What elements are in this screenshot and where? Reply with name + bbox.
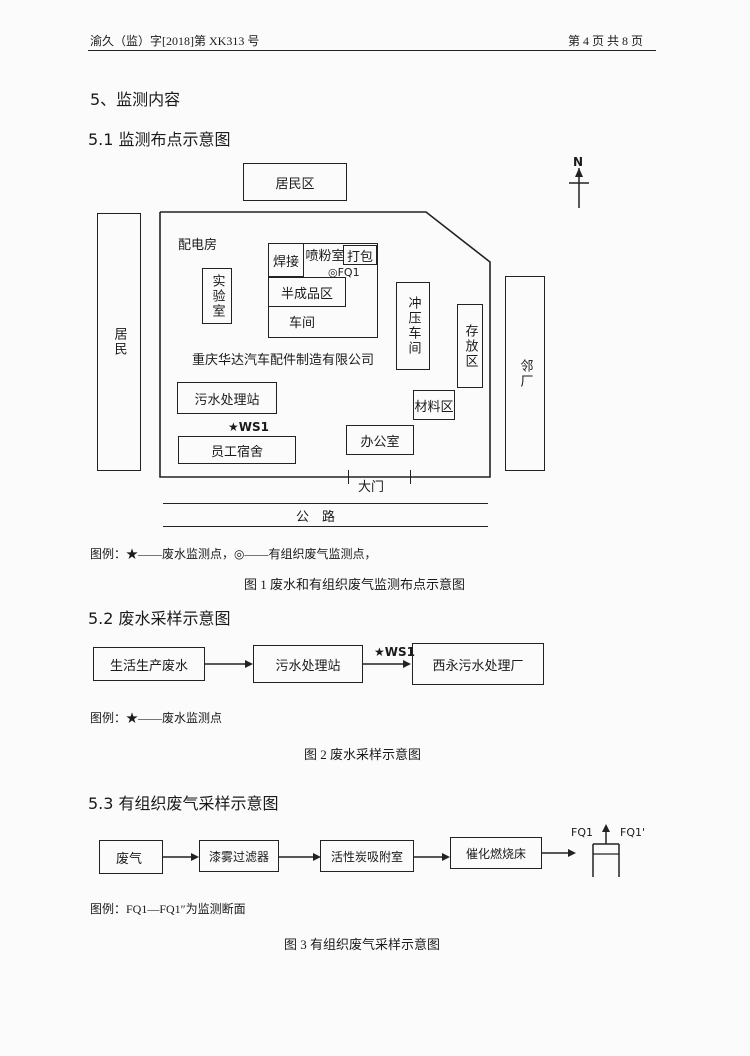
stamping-workshop-box: 冲压车间: [396, 282, 430, 370]
gate-label: 大门: [358, 480, 385, 495]
arrow-icon: [205, 660, 253, 668]
arrow-icon: [163, 853, 199, 861]
section-52-title: 5.2 废水采样示意图: [88, 609, 231, 628]
road-top-line: [163, 503, 488, 504]
catalytic-combustion-box: 催化燃烧床: [450, 837, 542, 869]
north-arrow-icon: [569, 168, 589, 208]
waste-gas-box: 废气: [99, 840, 163, 874]
road-bottom-line: [163, 526, 488, 527]
fq1-prime-label: FQ1': [620, 826, 646, 839]
fq1-label: FQ1: [571, 826, 593, 839]
section-51-title: 5.1 监测布点示意图: [88, 130, 231, 149]
arrow-icon: [279, 853, 321, 861]
workshop-label: 车间: [289, 316, 316, 331]
chimney-icon: [592, 824, 620, 877]
ws1-flow-marker: ★WS1: [374, 645, 415, 659]
powder-room-box: 喷粉室: [305, 248, 345, 264]
packing-box: 打包: [343, 245, 377, 265]
welding-box: 焊接: [268, 243, 304, 277]
office-box: 办公室: [346, 425, 414, 455]
dormitory-box: 员工宿舍: [178, 436, 296, 464]
domestic-wastewater-box: 生活生产废水: [93, 647, 205, 681]
figure2-caption: 图 2 废水采样示意图: [304, 747, 422, 762]
storage-area-box: 存放区: [457, 304, 483, 388]
gate-post-left: [348, 470, 349, 484]
lab-box: 实验室: [202, 268, 232, 324]
activated-carbon-box: 活性炭吸附室: [320, 840, 414, 872]
gate-post-right: [410, 470, 411, 484]
doc-number: 渝久（监）字[2018]第 XK313 号: [90, 34, 260, 48]
arrow-icon: [414, 853, 450, 861]
section-5-title: 5、监测内容: [90, 90, 181, 109]
north-arrow: N: [565, 155, 595, 210]
residential-left-box: 居民: [97, 213, 141, 471]
sewage-station-box: 污水处理站: [177, 382, 277, 414]
figure1-legend: 图例：★——废水监测点，◎——有组织废气监测点，: [90, 547, 377, 561]
header-rule: [88, 50, 656, 51]
factory-boundary: [159, 211, 491, 478]
sewage-station-flow-box: 污水处理站: [253, 645, 363, 683]
figure2-legend: 图例：★——废水监测点: [90, 711, 223, 725]
semi-product-box: 半成品区: [268, 277, 346, 307]
figure1-caption: 图 1 废水和有组织废气监测布点示意图: [244, 577, 466, 592]
xiyong-plant-box: 西永污水处理厂: [412, 643, 544, 685]
figure3-legend: 图例：FQ1—FQ1″为监测断面: [90, 902, 246, 916]
company-name: 重庆华达汽车配件制造有限公司: [192, 353, 375, 368]
page-info: 第 4 页 共 8 页: [568, 34, 644, 48]
fq1-marker: ◎FQ1: [328, 266, 360, 279]
material-area-box: 材料区: [413, 390, 455, 420]
arrow-icon: [542, 849, 576, 857]
ws1-marker: ★WS1: [228, 420, 269, 434]
power-room-box: 配电房: [178, 237, 218, 253]
arrow-icon: [363, 660, 411, 668]
north-label: N: [573, 155, 584, 169]
neighbor-factory-box: 邻厂: [505, 276, 545, 471]
road-label: 公 路: [296, 510, 336, 525]
section-53-title: 5.3 有组织废气采样示意图: [88, 794, 279, 813]
figure3-caption: 图 3 有组织废气采样示意图: [284, 937, 441, 952]
paint-mist-filter-box: 漆雾过滤器: [199, 840, 279, 872]
residential-top-box: 居民区: [243, 163, 347, 201]
